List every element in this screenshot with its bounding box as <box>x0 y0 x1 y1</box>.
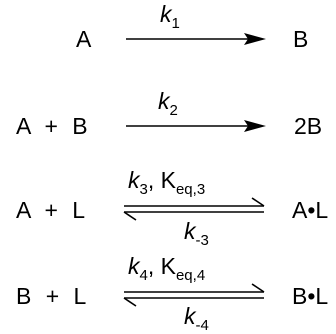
rate-constant-subscript: -3 <box>195 232 209 249</box>
rate-constant-subscript: 3 <box>139 181 148 198</box>
reaction-3-product: A•L <box>292 197 329 223</box>
rate-constant-symbol: k <box>160 1 172 27</box>
reaction-4-forward-rate-label: k4, Keq,4 <box>128 253 205 284</box>
rate-constant-symbol: k <box>128 253 140 279</box>
reaction-1-product: B <box>293 26 309 52</box>
reaction-2-reactants: A + B <box>16 113 88 139</box>
reaction-1-forward-rate-label: k1 <box>160 1 180 32</box>
rate-constant-symbol: k <box>184 218 196 244</box>
rate-constant-symbol: k <box>184 303 196 329</box>
reaction-2-product: 2B <box>294 113 323 139</box>
equilibrium-constant-subscript: eq,4 <box>175 267 206 284</box>
rate-constant-subscript: 1 <box>171 15 180 32</box>
reaction-3-reactants: A + L <box>16 197 86 223</box>
reaction-2-forward-arrow <box>126 120 266 132</box>
equilibrium-constant-subscript: eq,3 <box>175 181 206 198</box>
rate-constant-symbol: k <box>158 88 170 114</box>
rate-constant-subscript: 4 <box>139 267 148 284</box>
reaction-3-reverse-rate-label: k-3 <box>184 218 209 249</box>
rate-constant-subscript: 2 <box>169 102 178 119</box>
label-separator: , <box>147 253 161 279</box>
reaction-1-reactant: A <box>76 26 92 52</box>
reaction-1-forward-arrow <box>126 33 266 45</box>
reaction-3-forward-rate-label: k3, Keq,3 <box>128 167 205 198</box>
reaction-4-product: B•L <box>292 283 329 309</box>
equilibrium-constant-symbol: K <box>160 253 176 279</box>
reaction-arrows <box>123 33 266 307</box>
reaction-2-forward-rate-label: k2 <box>158 88 178 119</box>
reaction-4-reactants: B + L <box>16 283 87 309</box>
equilibrium-constant-symbol: K <box>160 167 176 193</box>
label-separator: , <box>147 167 161 193</box>
rate-constant-symbol: k <box>128 167 140 193</box>
reaction-4-equilibrium-arrow <box>123 283 265 307</box>
reaction-3-equilibrium-arrow <box>123 197 265 221</box>
reaction-scheme: A k1 B A + B k2 2B A + L k3, Keq,3 k-3 A… <box>16 1 329 334</box>
